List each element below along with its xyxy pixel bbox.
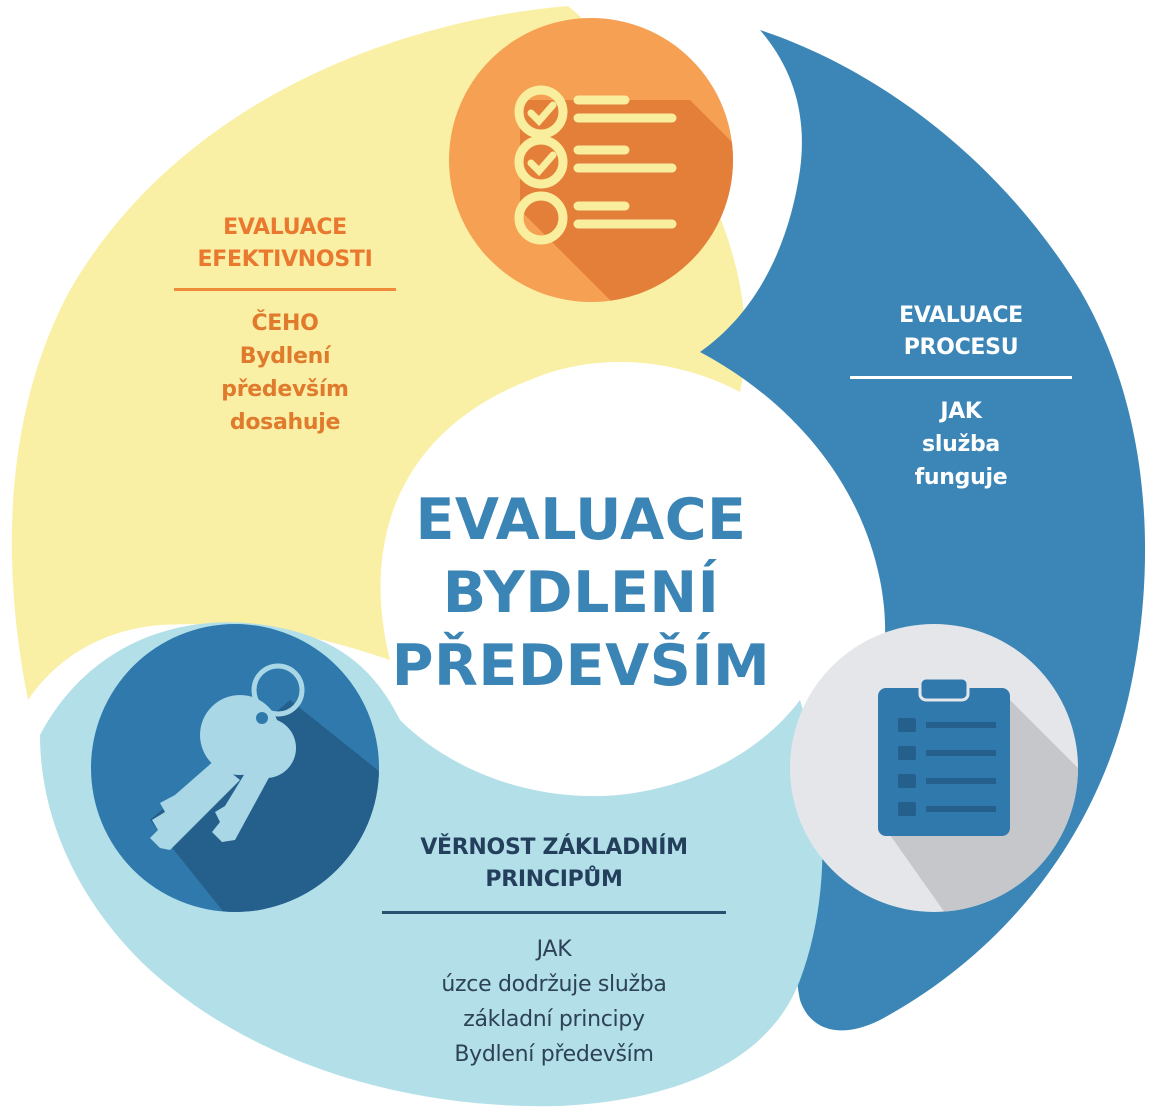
effectiveness-label: EVALUACE EFEKTIVNOSTI ČEHO Bydlení přede… — [160, 212, 410, 439]
center-title-line1: EVALUACE — [415, 487, 747, 553]
process-body-line1: JAK — [940, 399, 982, 424]
fidelity-divider — [382, 911, 726, 914]
fidelity-body-line2: úzce dodržuje služba — [441, 972, 667, 997]
fidelity-title-line1: VĚRNOST ZÁKLADNÍM — [420, 835, 688, 860]
process-body-line3: funguje — [914, 465, 1008, 490]
checklist-icon — [449, 18, 733, 302]
center-title-line2: BYDLENÍ — [442, 560, 720, 626]
process-label: EVALUACE PROCESU JAK služba funguje — [848, 300, 1074, 494]
effectiveness-title-line2: EFEKTIVNOSTI — [197, 247, 373, 272]
effectiveness-body-line4: dosahuje — [229, 410, 341, 435]
fidelity-body-line4: Bydlení především — [454, 1042, 654, 1067]
fidelity-title-line2: PRINCIPŮM — [485, 867, 623, 892]
effectiveness-body-line3: především — [221, 377, 349, 402]
process-body-line2: služba — [922, 432, 1000, 457]
keys-icon — [91, 624, 379, 912]
fidelity-body-line3: základní principy — [463, 1007, 645, 1032]
process-divider — [850, 376, 1072, 379]
effectiveness-title-line1: EVALUACE — [223, 215, 347, 240]
fidelity-label: VĚRNOST ZÁKLADNÍM PRINCIPŮM JAK úzce dod… — [372, 832, 736, 1072]
process-title-line2: PROCESU — [903, 335, 1019, 360]
effectiveness-divider — [174, 288, 396, 291]
center-title: EVALUACE BYDLENÍ PŘEDEVŠÍM — [376, 484, 786, 703]
effectiveness-body-line1: ČEHO — [251, 311, 319, 336]
center-title-line3: PŘEDEVŠÍM — [391, 633, 771, 699]
fidelity-body-line1: JAK — [536, 937, 572, 962]
process-title-line1: EVALUACE — [899, 303, 1023, 328]
effectiveness-body-line2: Bydlení — [239, 344, 331, 369]
